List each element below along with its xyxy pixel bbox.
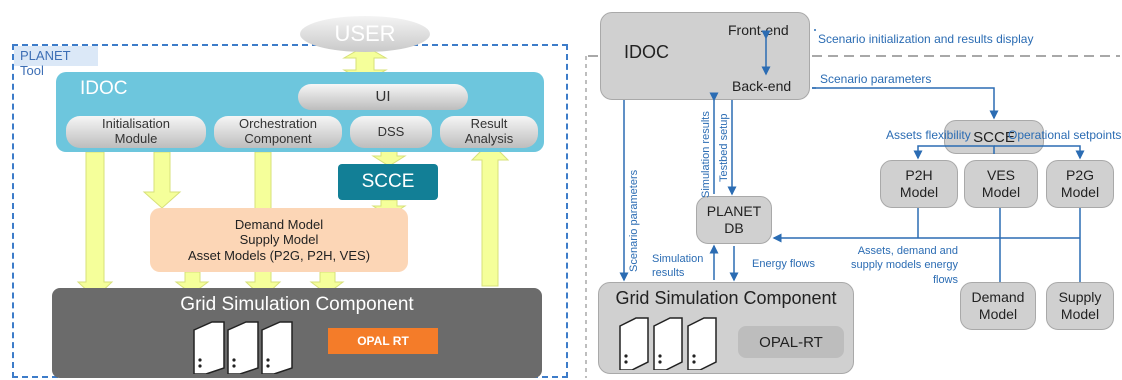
idoc-right-block (600, 12, 810, 100)
user-label: USER (334, 21, 396, 46)
assets-energy-flows-label: Assets, demand and supply models energy … (850, 245, 958, 286)
server-icon (193, 321, 293, 374)
idoc-title: IDOC (80, 78, 128, 99)
p2g-model-label: P2G Model (1060, 167, 1100, 200)
scce-block: SCCE (338, 164, 438, 200)
operational-setpoints-label: Operational setpoints (1008, 128, 1122, 142)
scce-right-block: SCCE (944, 120, 1044, 154)
dss-label: DSS (377, 123, 405, 139)
p2h-model-label: P2H Model (899, 167, 939, 200)
arrow-init-grid (76, 151, 114, 299)
grid-simulation-block (52, 288, 542, 378)
assets-flexibility-label: Assets flexibility (886, 128, 971, 142)
demand-model-label: Demand Model (971, 289, 1025, 322)
initialisation-module: Initialisation Module (66, 116, 206, 148)
asset-models-label: Asset Models (P2G, P2H, VES) (187, 247, 371, 263)
scenario-params-top-label: Scenario parameters (820, 72, 932, 86)
planet-db-block: PLANET DB (696, 196, 772, 244)
orchestration-component: Orchestration Component (214, 116, 342, 148)
arrow-init-models (142, 151, 182, 209)
scce-right-label: SCCE (973, 128, 1015, 146)
server-icons (193, 321, 293, 374)
idoc-right-title: IDOC (624, 42, 669, 62)
result-analysis-label: Result Analysis (464, 116, 514, 146)
grid-simulation-title: Grid Simulation Component (180, 294, 414, 315)
scenario-init-label: Scenario initialization and results disp… (818, 32, 1034, 46)
back-end-label: Back-end (732, 78, 792, 94)
p2g-model-block: P2G Model (1046, 160, 1114, 208)
orchestration-label: Orchestration Component (238, 116, 318, 146)
ui-box: UI (298, 84, 468, 110)
planet-tool-label: PLANET Tool (14, 46, 98, 78)
opal-rt-right-box: OPAL-RT (738, 326, 844, 358)
models-block: Demand Model Supply Model Asset Models (… (150, 208, 408, 272)
supply-model-label: Supply Model (1058, 289, 1102, 322)
planet-db-label: PLANET DB (706, 203, 762, 236)
initialisation-label: Initialisation Module (102, 116, 170, 146)
testbed-setup-label: Testbed setup (718, 113, 730, 183)
supply-model-block: Supply Model (1046, 282, 1114, 330)
p2h-model-block: P2H Model (880, 160, 958, 208)
ves-model-label: VES Model (981, 167, 1021, 200)
grid-right-title: Grid Simulation Component (615, 288, 837, 308)
result-analysis: Result Analysis (440, 116, 538, 148)
demand-model-block: Demand Model (960, 282, 1036, 330)
demand-model-label: Demand Model (234, 216, 324, 232)
opal-rt-label: OPAL RT (357, 334, 409, 348)
dss-module: DSS (350, 116, 432, 148)
arrow-grid-result (470, 141, 510, 287)
server-icons-right (619, 317, 717, 370)
opal-rt-right-label: OPAL-RT (759, 333, 823, 351)
scenario-params-vertical-label: Scenario parameters (628, 169, 640, 272)
user-cloud: USER (300, 16, 430, 52)
scce-label: SCCE (361, 171, 415, 192)
opal-rt-badge: OPAL RT (328, 328, 438, 354)
supply-model-label: Supply Model (239, 232, 319, 248)
right-connectors (619, 29, 1085, 282)
ui-label: UI (375, 88, 391, 106)
simulation-results-label: Simulation results (652, 253, 704, 280)
simulation-results-vertical-label: Simulation results (700, 111, 712, 198)
ves-model-block: VES Model (964, 160, 1038, 208)
front-end-label: Front-end (728, 22, 789, 38)
energy-flows-label: Energy flows (752, 258, 815, 270)
